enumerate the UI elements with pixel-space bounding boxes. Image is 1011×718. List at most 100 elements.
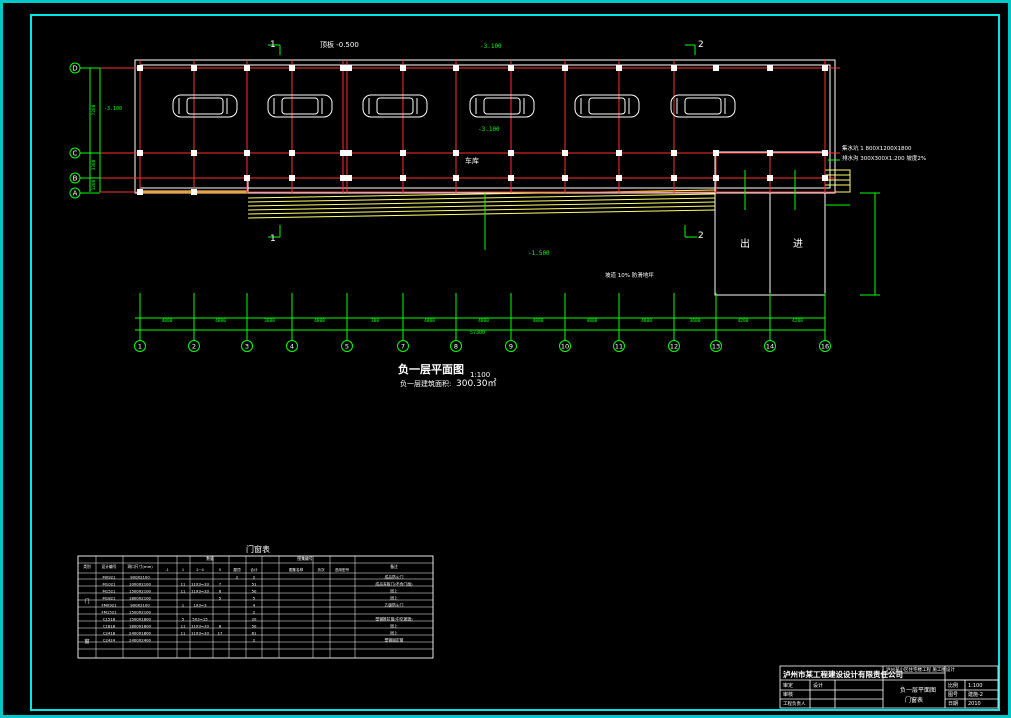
column [453,65,459,71]
column [508,175,514,181]
table-cell: 同上 [390,596,398,601]
table-cell: 11X3=33 [191,631,209,636]
table-subheader: 1 [182,568,184,572]
column-dimension-label: 4800 [478,318,489,324]
column [671,175,677,181]
drawing-scale: 1:100 [470,371,490,379]
table-cell: M1821 [103,596,117,601]
column [562,65,568,71]
right-note-1: 集水坑 1 800X1200X1800 [842,144,912,152]
column [191,189,197,195]
axis-circle [668,340,680,352]
car-body [362,94,428,118]
table-cell: C2424 [103,638,116,643]
table-header: 备注 [390,564,398,569]
table-cell: 2 [253,575,256,580]
table-cell: 1500X1800 [129,617,152,622]
table-cell: M1521 [103,589,117,594]
table-cell: 900X2100 [130,603,150,608]
table-cell: 1800X1800 [129,624,152,629]
table-cell: 1000X2100 [129,582,152,587]
axis-circle [819,340,831,352]
table-cell: 1 [182,603,185,608]
row-axis-label: C [73,150,78,158]
column-axis-label: 10 [561,343,569,351]
table-subheader: -1 [165,568,169,572]
column-dimension-label: 4800 [641,318,652,324]
axis-circle [613,340,625,352]
row-dimension-label: 7200 [91,104,97,115]
table-cell: 2 [253,638,256,643]
column [767,150,773,156]
table-cell: 2400X2400 [129,638,152,643]
area-label: 负一层建筑面积: [400,379,451,388]
column-axis-label: 16 [821,343,829,351]
column-axis-label: 1 [138,343,142,351]
column [137,189,143,195]
column-axis-bubble: 4 [286,293,298,352]
axis-circle [505,340,517,352]
area-value: 300.30㎡ [456,378,497,389]
column [453,175,459,181]
column [508,150,514,156]
table-cell: 1500X2100 [129,610,152,615]
axis-circle [710,340,722,352]
table-cell: 4 [253,603,256,608]
columns [137,65,828,195]
schedule-title: 门窗表 [246,544,270,554]
column [346,65,352,71]
title-block-drawing-name: 负一层平面图 [900,686,936,694]
column-dimension-label: 300 [371,318,379,324]
table-cell: 成品防火门 [385,575,404,580]
column-axis-label: 2 [192,343,196,351]
table-cell: 11X3=33 [191,582,209,587]
table-cell: 6 [219,624,222,629]
table-cell: 61 [252,631,257,636]
row-dimension-label: 3300 [91,159,97,170]
table-subheader: 屋顶 [233,567,241,572]
axis-circle [134,340,146,352]
table-header: 数量 [206,556,214,561]
column-axis-label: 13 [712,343,720,351]
right-note-2: 排水沟 300X300X1:200 坡度2% [842,154,926,162]
car-roof [483,97,521,115]
tb-row-label-1: 审核 [783,691,793,698]
axis-circle [397,340,409,352]
table-cell: FM0921 [101,603,117,608]
elevation-ramp: -1.500 [528,250,550,257]
column-axis-label: 7 [401,343,405,351]
column-dimension-label: 4800 [424,318,435,324]
table-cell: C2418 [103,631,116,636]
column [713,65,719,71]
column-axis-label: 14 [766,343,774,351]
table-cell: 塑钢推拉窗(中空玻璃) [375,617,413,622]
project-name: 泸州某小区住宅楼工程 施工图设计 [886,666,955,673]
table-cell: 20 [252,617,257,622]
car-roof [376,97,414,115]
column-axis-bubble: 10 [559,293,571,352]
section-label-2-bottom: 2 [698,231,704,241]
table-header: 类别 [83,564,91,569]
column [289,150,295,156]
row-axis-bubble: A [69,187,100,199]
column [508,65,514,71]
column [346,175,352,181]
column [822,150,828,156]
tb-row-label-2: 工程负责人 [783,700,806,707]
tb-row-label-3: 设计 [813,682,823,689]
column [244,150,250,156]
column-axis-bubble: 2 [188,293,200,352]
title-block-drawing-name-2: 门窗表 [905,696,923,704]
column [822,65,828,71]
column [244,175,250,181]
table-cell: 2 [253,610,256,615]
table-cell: 同上 [390,624,398,629]
column-axis-bubble: 8 [450,293,462,352]
